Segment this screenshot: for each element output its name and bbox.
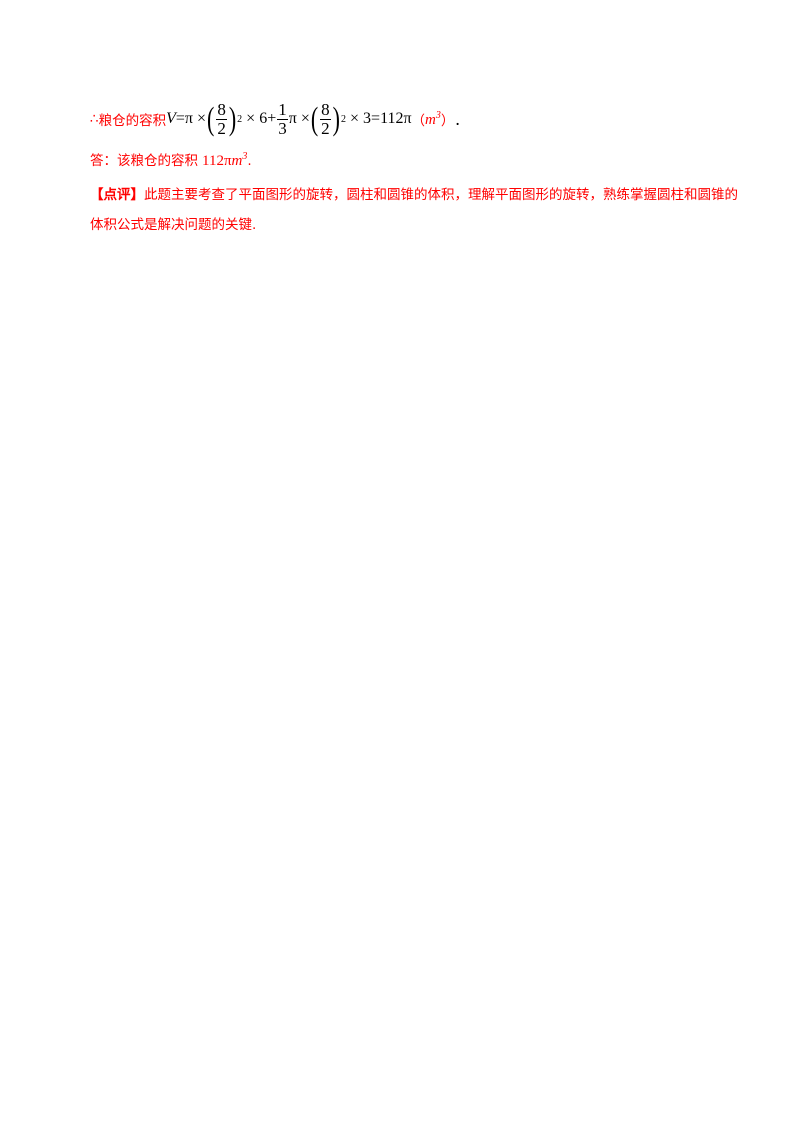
answer-value: 112π bbox=[202, 153, 232, 169]
comment-text: 此题主要考查了平面图形的旋转，圆柱和圆锥的体积，理解平面图形的旋转，熟练掌握圆柱… bbox=[90, 187, 738, 233]
formula-prefix: 粮仓的容积 bbox=[98, 113, 167, 129]
plus-sign: + bbox=[267, 110, 277, 127]
volume-variable: V bbox=[166, 110, 176, 127]
right-paren: ) bbox=[228, 99, 237, 137]
answer-unit: m3 bbox=[231, 151, 248, 169]
formula-unit: m3 bbox=[425, 109, 441, 128]
times-sign: × bbox=[196, 110, 207, 127]
pi-symbol: π bbox=[184, 110, 193, 127]
square-exponent: 2 bbox=[237, 113, 243, 125]
fraction-1-3: 1 3 bbox=[277, 99, 288, 138]
formula-body: V = π × ( 8 2 )2 × 6 + 1 3 π × ( 8 2 )2 … bbox=[166, 99, 412, 138]
fraction-8-2: 8 2 bbox=[216, 99, 227, 138]
therefore-symbol: ∴ bbox=[90, 111, 99, 127]
comment-label: 【点评】 bbox=[90, 187, 144, 203]
answer-label: 答：该粮仓的容积 bbox=[90, 153, 198, 169]
result-value: 112 bbox=[380, 110, 404, 127]
left-paren: ( bbox=[207, 99, 215, 137]
equals-sign: = bbox=[175, 110, 185, 127]
fraction-8-2-second: 8 2 bbox=[320, 99, 331, 138]
height-3: 3 bbox=[363, 110, 372, 127]
comment-paragraph: 【点评】此题主要考查了平面图形的旋转，圆柱和圆锥的体积，理解平面图形的旋转，熟练… bbox=[90, 180, 740, 240]
height-6: 6 bbox=[259, 110, 268, 127]
volume-formula: ∴ 粮仓的容积 V = π × ( 8 2 )2 × 6 + 1 3 π × (… bbox=[90, 99, 468, 138]
